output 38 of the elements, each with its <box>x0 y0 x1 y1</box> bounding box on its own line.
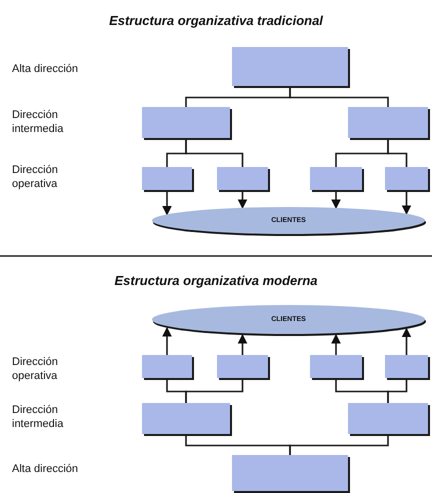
connector-line <box>185 380 244 403</box>
org-unit-box <box>348 403 428 434</box>
org-unit-box <box>310 355 362 378</box>
level-label: Dirección intermedia <box>12 403 64 431</box>
org-unit-box <box>232 47 348 86</box>
connector-line <box>387 140 408 167</box>
connector-line <box>387 380 408 403</box>
arrow <box>238 192 248 209</box>
level-label: Dirección operativa <box>12 355 59 383</box>
arrow <box>331 192 341 210</box>
org-unit-box <box>142 107 230 138</box>
org-unit-box <box>232 455 348 491</box>
arrow <box>402 192 412 215</box>
level-label: Alta dirección <box>12 62 80 76</box>
arrow <box>162 326 172 355</box>
level-label: Dirección intermedia <box>12 108 64 136</box>
org-unit-box <box>142 355 192 378</box>
connector-line <box>289 88 389 107</box>
org-unit-box <box>217 167 268 190</box>
client-ellipse <box>152 305 425 334</box>
connector-line <box>185 140 244 167</box>
arrow <box>402 328 412 355</box>
level-label: Dirección operativa <box>12 163 59 191</box>
org-unit-box <box>385 167 428 190</box>
arrow <box>238 334 248 355</box>
level-label: Alta dirección <box>12 462 80 476</box>
client-ellipse <box>152 207 425 234</box>
section-heading: Estructura organizativa tradicional <box>108 14 324 28</box>
org-unit-box <box>310 167 362 190</box>
org-unit-box <box>385 355 428 378</box>
org-unit-box <box>142 167 192 190</box>
section-heading: Estructura organizativa moderna <box>114 274 318 288</box>
org-unit-box <box>217 355 268 378</box>
org-unit-box <box>348 107 428 138</box>
arrow <box>331 334 341 355</box>
arrow <box>162 192 172 216</box>
org-unit-box <box>142 403 230 434</box>
connector-line <box>289 436 389 455</box>
